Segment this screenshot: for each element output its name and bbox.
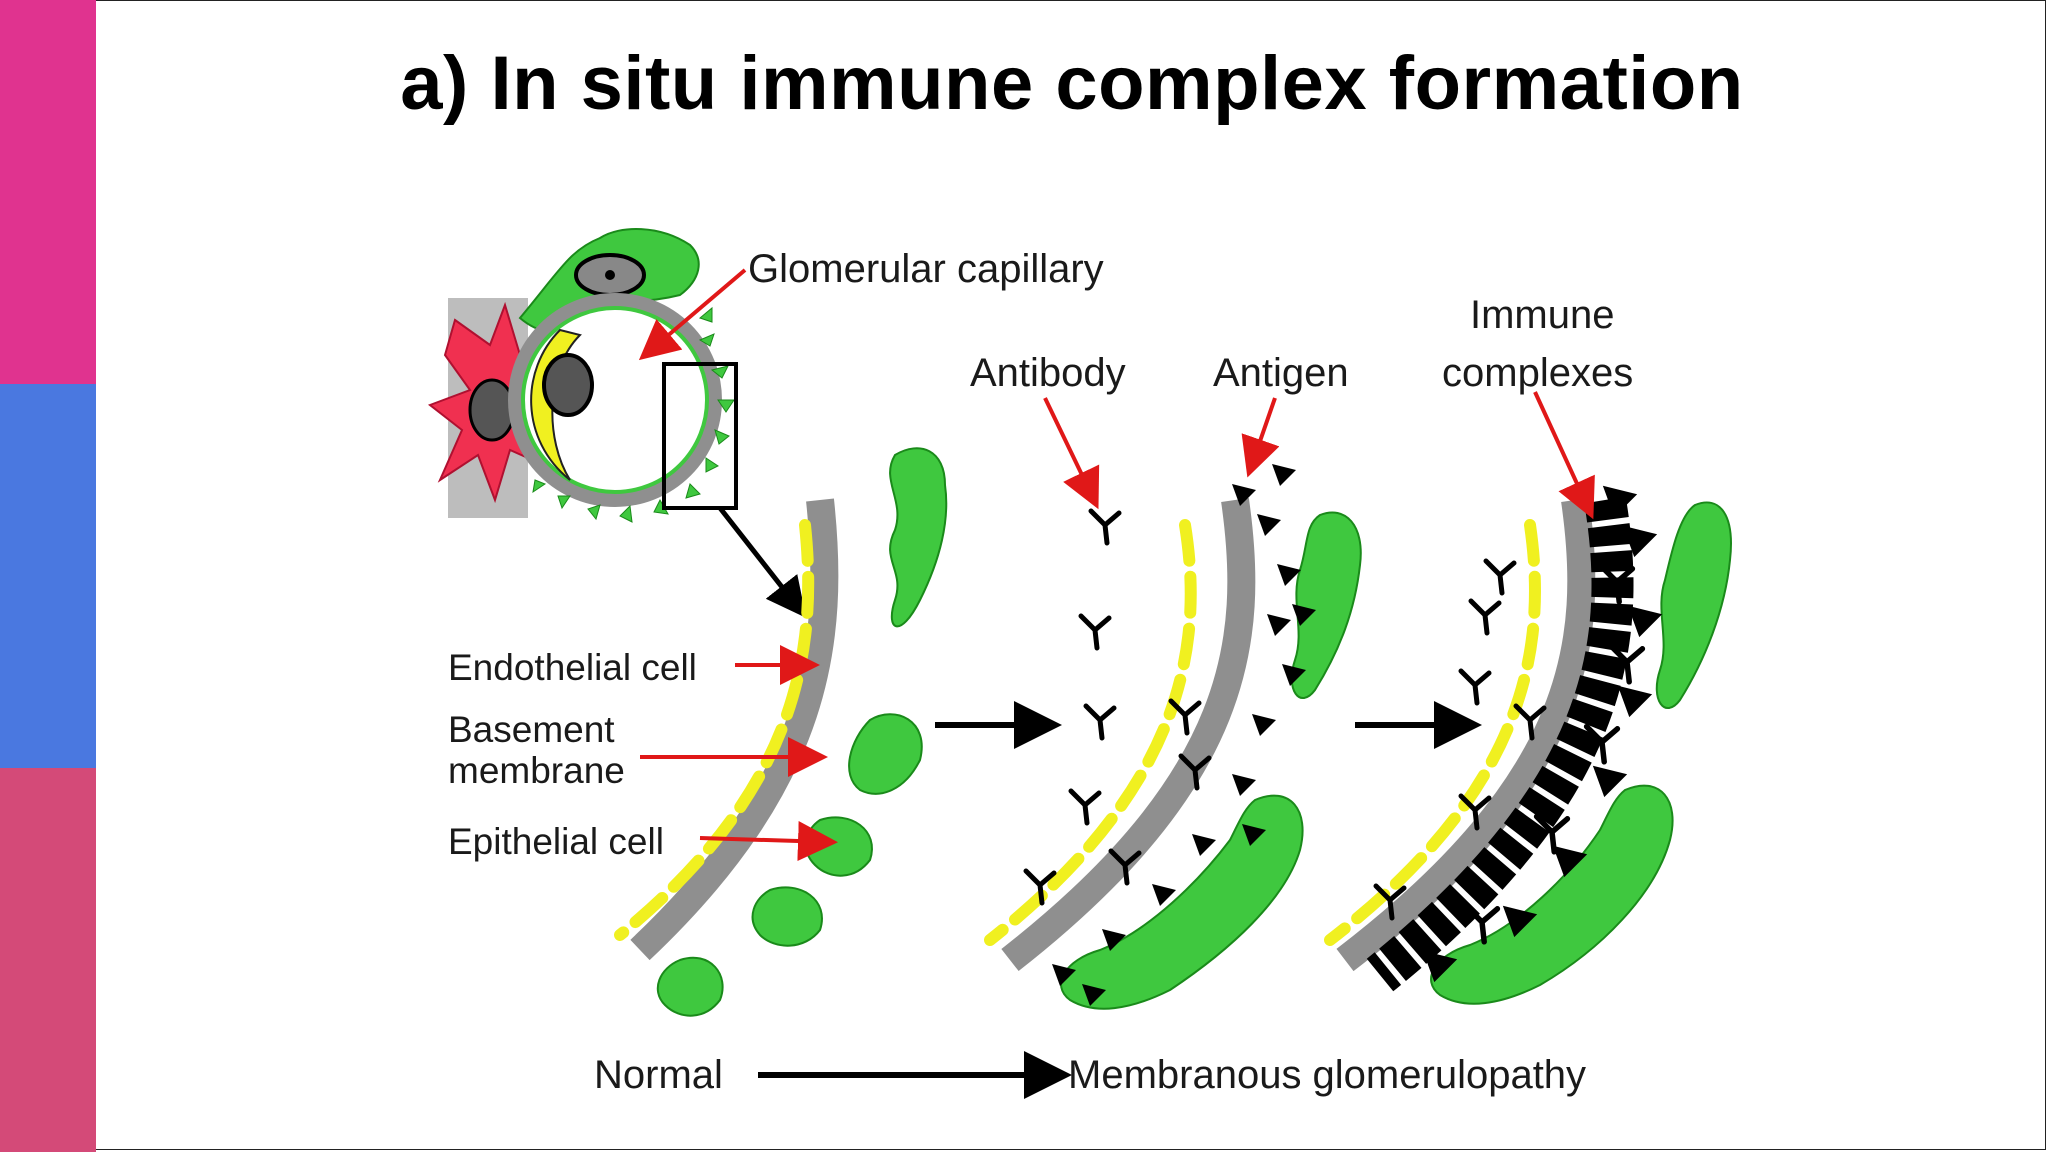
label-membranous-glomerulopathy: Membranous glomerulopathy (1068, 1053, 1586, 1097)
endothelium-panel3 (1324, 519, 1541, 946)
label-basement-line2: membrane (448, 750, 625, 791)
panel-normal (614, 447, 948, 1017)
zoom-box (662, 362, 738, 510)
label-immune-line2: complexes (1442, 351, 1633, 395)
basement-membrane-panel3 (1336, 498, 1596, 972)
page-title: a) In situ immune complex formation (400, 41, 1744, 126)
immune-complexes-pointer (1533, 391, 1595, 520)
endothelium-panel2 (984, 519, 1197, 946)
label-epithelial-cell: Epithelial cell (448, 821, 664, 862)
label-basement-line1: Basement (448, 709, 615, 750)
label-normal: Normal (594, 1053, 723, 1097)
glomerular-capillary-figure (427, 228, 807, 618)
antigen-pointer (1241, 397, 1280, 478)
capillary-basement-ring (508, 293, 722, 507)
label-glomerular-capillary: Glomerular capillary (748, 247, 1104, 291)
antibody-pointer (1043, 397, 1100, 510)
panel-antibody-antigen (984, 397, 1362, 1010)
accent-bar-rose (0, 768, 96, 1152)
zoom-arrow (718, 506, 807, 618)
panel-immune-complexes (1324, 391, 1732, 1005)
label-antigen: Antigen (1213, 351, 1349, 395)
accent-bar-pink (0, 0, 96, 384)
label-antibody: Antibody (970, 351, 1126, 395)
label-endothelial-cell: Endothelial cell (448, 647, 697, 688)
mesangial-nucleus (468, 378, 516, 442)
epithelial-pointer (699, 821, 838, 862)
epithelial-cells-panel2 (1060, 511, 1362, 1010)
endothelial-nucleus (542, 353, 594, 417)
accent-bar-blue (0, 384, 96, 768)
foot-processes (532, 306, 735, 523)
label-immune-line1: Immune (1470, 293, 1615, 337)
capillary-pointer (638, 268, 747, 361)
endothelium-normal (614, 519, 815, 941)
basement-membrane-panel2 (1001, 498, 1256, 972)
immune-deposit-band (1366, 496, 1634, 992)
basement-membrane-normal (630, 498, 839, 961)
